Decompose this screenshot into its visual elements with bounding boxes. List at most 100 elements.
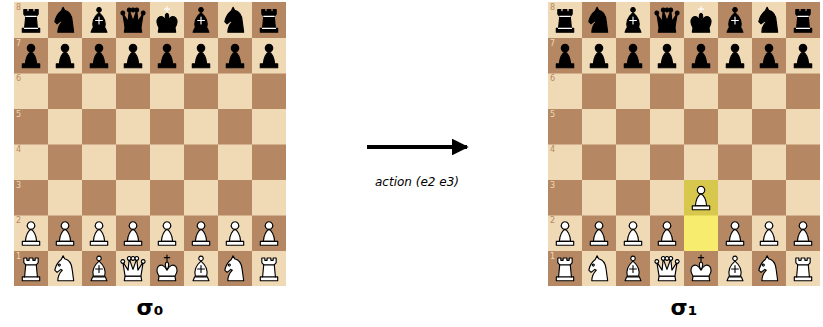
piece-part: [121, 260, 125, 264]
piece-part: [25, 28, 38, 29]
piece-part: [669, 257, 673, 261]
piece-part: [629, 222, 637, 230]
chess-piece: [658, 44, 675, 67]
chess-piece: [124, 222, 141, 245]
piece-part: [627, 13, 639, 28]
chess-piece: [727, 256, 743, 281]
piece-part: [260, 64, 277, 68]
chess-piece: [655, 257, 679, 281]
chess-board: [14, 2, 286, 286]
board-square: [786, 38, 820, 74]
board-square: [48, 2, 83, 38]
piece-part: [197, 44, 205, 52]
piece-part: [61, 44, 69, 52]
piece-part: [627, 52, 638, 64]
piece-part: [56, 64, 73, 68]
piece-part: [97, 256, 102, 261]
piece-part: [560, 264, 571, 265]
board-square: [752, 73, 787, 109]
board-square: [14, 2, 49, 38]
board-square: [650, 109, 685, 145]
board-square: [14, 38, 49, 74]
chess-piece: [193, 8, 209, 33]
piece-part: [665, 257, 669, 261]
piece-part: [260, 10, 277, 33]
chess-piece: [794, 44, 811, 67]
board-square: [548, 38, 583, 74]
piece-part: [655, 11, 659, 15]
board-state: σ₀: [14, 2, 286, 326]
rank-number: 1: [550, 252, 555, 261]
chess-piece: [556, 10, 573, 33]
piece-part: [225, 7, 244, 32]
piece-part: [231, 44, 239, 52]
piece-part: [658, 241, 675, 245]
piece-part: [625, 28, 641, 32]
piece-part: [765, 222, 773, 230]
piece-part: [25, 229, 36, 241]
board-square: [150, 38, 185, 74]
piece-part: [263, 28, 276, 29]
chess-piece: [91, 256, 107, 281]
piece-part: [95, 222, 103, 230]
chess-piece: [192, 44, 209, 67]
piece-part: [93, 261, 105, 276]
chess-piece: [692, 44, 709, 67]
chess-piece: [589, 256, 608, 281]
rank-number: 6: [16, 74, 21, 83]
board-square: [718, 73, 753, 109]
board-square: [218, 215, 253, 251]
board-square: [252, 2, 286, 38]
board-square: [650, 180, 685, 216]
piece-part: [665, 8, 669, 12]
board-square: [184, 2, 219, 38]
piece-part: [263, 52, 274, 64]
board-square: [752, 180, 787, 216]
piece-part: [22, 258, 39, 281]
piece-part: [161, 229, 172, 241]
board-square: [752, 38, 787, 74]
chess-piece: [157, 7, 177, 33]
board-square: [684, 73, 719, 109]
piece-part: [695, 194, 706, 206]
piece-part: [556, 258, 573, 281]
chess-piece: [658, 222, 675, 245]
piece-part: [93, 52, 104, 64]
board-square: [48, 251, 83, 287]
piece-part: [192, 241, 209, 245]
board-square: [548, 109, 583, 145]
board-square: [616, 180, 651, 216]
chess-board: [548, 2, 820, 286]
rank-number: 3: [16, 181, 21, 190]
piece-part: [729, 261, 741, 276]
chess-piece: [22, 10, 39, 33]
board-square: [150, 73, 185, 109]
piece-part: [97, 8, 102, 13]
piece-part: [61, 222, 69, 230]
piece-part: [675, 11, 679, 15]
state-label: σ₁: [548, 295, 820, 320]
piece-part: [228, 16, 230, 18]
piece-part: [90, 241, 107, 245]
piece-part: [663, 44, 671, 52]
piece-part: [663, 222, 671, 230]
board-square: [684, 38, 719, 74]
chess-piece: [121, 8, 145, 32]
piece-part: [26, 16, 37, 17]
board-square: [616, 73, 651, 109]
board-square: [14, 180, 49, 216]
rank-number: 7: [550, 39, 555, 48]
piece-part: [729, 52, 740, 64]
board-square: [752, 144, 787, 180]
piece-part: [797, 52, 808, 64]
piece-part: [265, 222, 273, 230]
rank-number: 2: [16, 216, 21, 225]
chess-piece: [91, 8, 107, 33]
board-square: [116, 73, 151, 109]
piece-part: [697, 44, 705, 52]
board-square: [650, 38, 685, 74]
piece-part: [797, 276, 810, 277]
piece-part: [195, 261, 207, 276]
piece-part: [589, 256, 608, 281]
piece-part: [25, 52, 36, 64]
